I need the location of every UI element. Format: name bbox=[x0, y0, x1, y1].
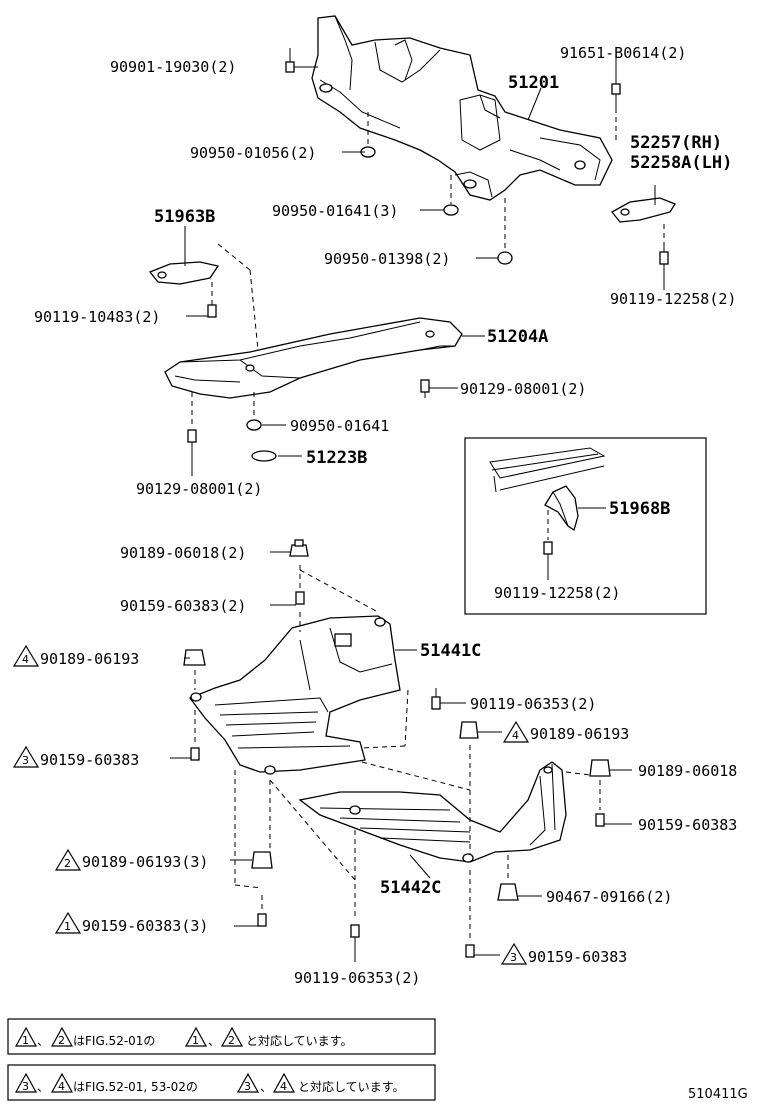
label-p8: 51963B bbox=[154, 207, 215, 227]
label-p1: 90901-19030(2) bbox=[110, 58, 236, 76]
label-p19: 90159-60383(2) bbox=[120, 597, 246, 615]
bolt-90159-60383-bottom bbox=[465, 944, 500, 958]
note-box-2: 3 、 4 はFIG.52-01, 53-02の 3 、 4 と対応しています。 bbox=[7, 1064, 436, 1101]
clip-90189-06018-top bbox=[270, 539, 309, 557]
label-p28: 90189-06193(3) bbox=[82, 853, 208, 871]
mark-m3: 4 bbox=[512, 729, 519, 742]
nut-90950-01641-lower bbox=[246, 392, 286, 431]
mark-triangle-m5 bbox=[54, 911, 82, 934]
label-p17: 51968B bbox=[609, 499, 670, 519]
mark-m5: 1 bbox=[64, 920, 71, 933]
note2-mark-d: 4 bbox=[280, 1080, 287, 1093]
bolt-90129-08001-right bbox=[420, 379, 458, 398]
label-p15: 51223B bbox=[306, 448, 367, 468]
label-p2: 91651-B0614(2) bbox=[560, 44, 686, 62]
grommet-90467-09166 bbox=[497, 883, 542, 901]
label-p18: 90189-06018(2) bbox=[120, 544, 246, 562]
label-p32: 90159-60383 bbox=[528, 948, 627, 966]
bolt-90159-60383-lower bbox=[234, 913, 267, 927]
note1-text: はFIG.52-01の bbox=[73, 1034, 155, 1048]
crossmember-51201 bbox=[311, 15, 613, 201]
clip-90189-06193-mid bbox=[459, 721, 502, 739]
label-p3: 51201 bbox=[508, 73, 559, 93]
note1-mark-b: 2 bbox=[58, 1034, 65, 1047]
label-p5: 52257(RH) bbox=[630, 133, 722, 153]
member-51204A bbox=[164, 317, 463, 399]
note2-mark-b: 4 bbox=[58, 1080, 65, 1093]
clip-90189-06193-left bbox=[183, 649, 206, 666]
label-p10: 90119-10483(2) bbox=[34, 308, 160, 326]
bracket-51963B bbox=[148, 226, 259, 351]
mark-m2: 3 bbox=[22, 754, 29, 767]
cap-51223B bbox=[251, 450, 302, 462]
mark-triangle-m6 bbox=[500, 942, 528, 965]
label-p16: 90129-08001(2) bbox=[136, 480, 262, 498]
note2-text-end: と対応しています。 bbox=[298, 1080, 404, 1094]
label-p30: 90467-09166(2) bbox=[546, 888, 672, 906]
mark-m4: 2 bbox=[64, 857, 71, 870]
mark-triangle-m3 bbox=[502, 720, 530, 743]
nut-90950-01641 bbox=[443, 175, 459, 216]
label-p33: 90119-06353(2) bbox=[294, 969, 420, 987]
bolt-90129-08001-left bbox=[187, 392, 197, 476]
detail-box bbox=[464, 437, 707, 615]
note2-sep2: 、 bbox=[260, 1080, 272, 1094]
note1-mark-a: 1 bbox=[22, 1034, 29, 1047]
bolt-90159-60383-right bbox=[595, 813, 632, 827]
label-p4: 90950-01056(2) bbox=[190, 144, 316, 162]
bolt-90119-06353-lower bbox=[350, 924, 360, 962]
bolt-90159-60383-left bbox=[170, 747, 200, 761]
note1-sep2: 、 bbox=[208, 1034, 220, 1048]
label-p14: 90950-01641 bbox=[290, 417, 389, 435]
note2-text: はFIG.52-01, 53-02の bbox=[73, 1080, 198, 1094]
label-p11: 90119-12258(2) bbox=[610, 290, 736, 308]
figure-id: 510411G bbox=[688, 1087, 748, 1102]
bolt-90901-19030 bbox=[285, 48, 318, 73]
label-p7: 90950-01641(3) bbox=[272, 202, 398, 220]
note2-mark-a: 3 bbox=[22, 1080, 29, 1093]
mark-triangle-m1 bbox=[12, 644, 40, 667]
note-box-1: 1 、 2 はFIG.52-01の 1 、 2 と対応しています。 bbox=[7, 1018, 436, 1055]
label-p12: 51204A bbox=[487, 327, 548, 347]
under-cover-51442C bbox=[298, 761, 567, 863]
under-cover-51441C bbox=[188, 615, 401, 775]
label-p9: 90950-01398(2) bbox=[324, 250, 450, 268]
label-p20: 90119-12258(2) bbox=[494, 584, 620, 602]
label-p27: 90159-60383 bbox=[638, 816, 737, 834]
nut-90950-01398 bbox=[497, 198, 513, 265]
label-p29: 51442C bbox=[380, 878, 441, 898]
note1-mark-d: 2 bbox=[228, 1034, 235, 1047]
label-p24: 90159-60383 bbox=[40, 751, 139, 769]
clip-90189-06018-right bbox=[589, 759, 632, 777]
note1-sep1: 、 bbox=[37, 1034, 49, 1048]
clip-90189-06193-lower bbox=[230, 851, 273, 869]
label-p22: 51441C bbox=[420, 641, 481, 661]
label-p23: 90119-06353(2) bbox=[470, 695, 596, 713]
mark-triangle-m4 bbox=[54, 848, 82, 871]
label-p21: 90189-06193 bbox=[40, 650, 139, 668]
note1-mark-c: 1 bbox=[192, 1034, 199, 1047]
note2-mark-c: 3 bbox=[244, 1080, 251, 1093]
mark-m6: 3 bbox=[510, 951, 517, 964]
note2-sep1: 、 bbox=[37, 1080, 49, 1094]
label-p31: 90159-60383(3) bbox=[82, 917, 208, 935]
label-p6: 52258A(LH) bbox=[630, 153, 732, 173]
note1-text-end: と対応しています。 bbox=[246, 1034, 352, 1048]
bolt-90159-60383-top bbox=[270, 591, 305, 606]
label-p25: 90189-06193 bbox=[530, 725, 629, 743]
bracket-52257 bbox=[611, 185, 676, 290]
mark-m1: 4 bbox=[22, 653, 29, 666]
bolt-90119-06353-upper bbox=[431, 688, 466, 710]
bolt-91651-B0614 bbox=[611, 64, 621, 140]
label-p13: 90129-08001(2) bbox=[460, 380, 586, 398]
label-p26: 90189-06018 bbox=[638, 762, 737, 780]
mark-triangle-m2 bbox=[12, 745, 40, 768]
